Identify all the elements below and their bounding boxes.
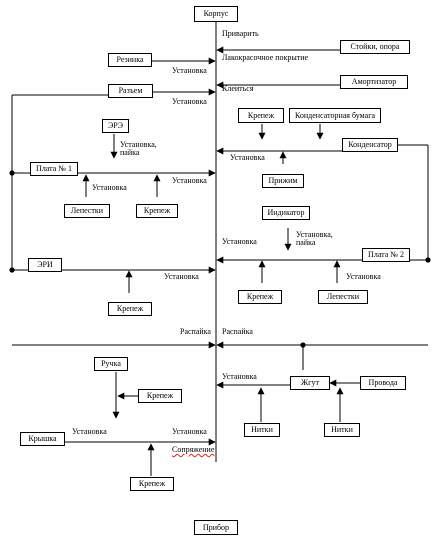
junction-dot [9, 170, 15, 176]
label-ustanovka-plata1-left: Установка [92, 183, 127, 192]
label-line: Установка, [296, 230, 333, 239]
box-indikator: Индикатор [262, 206, 310, 220]
box-zhgut: Жгут [290, 376, 330, 390]
label-ustanovka-kondens: Установка [230, 153, 265, 162]
box-krepezh-ruchka: Крепеж [138, 389, 182, 403]
box-krepezh-eri: Крепеж [108, 302, 152, 316]
label-raspaika-left: Распайка [180, 327, 211, 336]
box-pribor: Прибор [194, 520, 238, 535]
box-plata2: Плата № 2 [362, 248, 410, 262]
label-ustanovka-paika-ind: Установка, пайка [296, 230, 333, 248]
box-kondensator: Конденсатор [342, 138, 398, 152]
label-ustanovka-kryshka-right: Установка [172, 427, 207, 436]
label-ustanovka-plata2-left: Установка [222, 237, 257, 246]
box-eri: ЭРИ [28, 258, 62, 272]
box-krepezh-top: Крепеж [238, 108, 284, 123]
box-lepestki2: Лепестки [318, 290, 368, 304]
label-ustanovka-razyem: Установка [172, 97, 207, 106]
box-rezinka: Резинка [108, 53, 152, 67]
junction-dot [9, 267, 15, 273]
label-ustanovka-rezinka: Установка [172, 66, 207, 75]
box-provoda: Провода [360, 376, 406, 390]
box-razyem: Разъем [108, 84, 153, 98]
label-line: Установка, [120, 140, 157, 149]
box-krepezh-p1: Крепеж [136, 204, 178, 218]
label-ustanovka-zhgut: Установка [222, 372, 257, 381]
junction-dot [300, 342, 306, 348]
box-plata1: Плата № 1 [30, 162, 78, 176]
label-ustanovka-plata1-right: Установка [172, 176, 207, 185]
label-ustanovka-paika-ere: Установка, пайка [120, 140, 157, 158]
box-lepestki1: Лепестки [64, 204, 110, 218]
box-prizhim: Прижим [262, 174, 304, 188]
box-ruchka: Ручка [94, 357, 128, 371]
label-privarit: Приварить [222, 29, 259, 38]
label-ustanovka-kryshka-left: Установка [72, 427, 107, 436]
label-raspaika-right: Распайка [222, 327, 253, 336]
box-krepezh-p2a: Крепеж [238, 290, 282, 304]
label-line: пайка [296, 238, 316, 248]
box-korpus: Корпус [194, 6, 238, 22]
label-ustanovka-plata2-right: Установка [346, 272, 381, 281]
box-kryshka: Крышка [20, 432, 65, 446]
box-nitki2: Нитки [324, 423, 360, 437]
box-stoiki: Стойки, опора [340, 40, 410, 54]
box-ere: ЭРЭ [102, 119, 129, 133]
junction-dot [425, 257, 431, 263]
label-lakokras: Лакокрасочное покрытие [222, 53, 309, 62]
label-line: пайка [120, 148, 140, 158]
box-kondens-bumaga: Конденсаторная бумага [289, 108, 381, 123]
box-nitki1: Нитки [244, 423, 280, 437]
box-amortizator: Амортизатор [340, 75, 408, 89]
label-sopryazhenie: Сопряжение [172, 445, 215, 454]
label-kleitsya: Клеиться [222, 84, 254, 93]
box-krepezh-bottom: Крепеж [130, 477, 174, 491]
label-ustanovka-eri: Установка [164, 272, 199, 281]
